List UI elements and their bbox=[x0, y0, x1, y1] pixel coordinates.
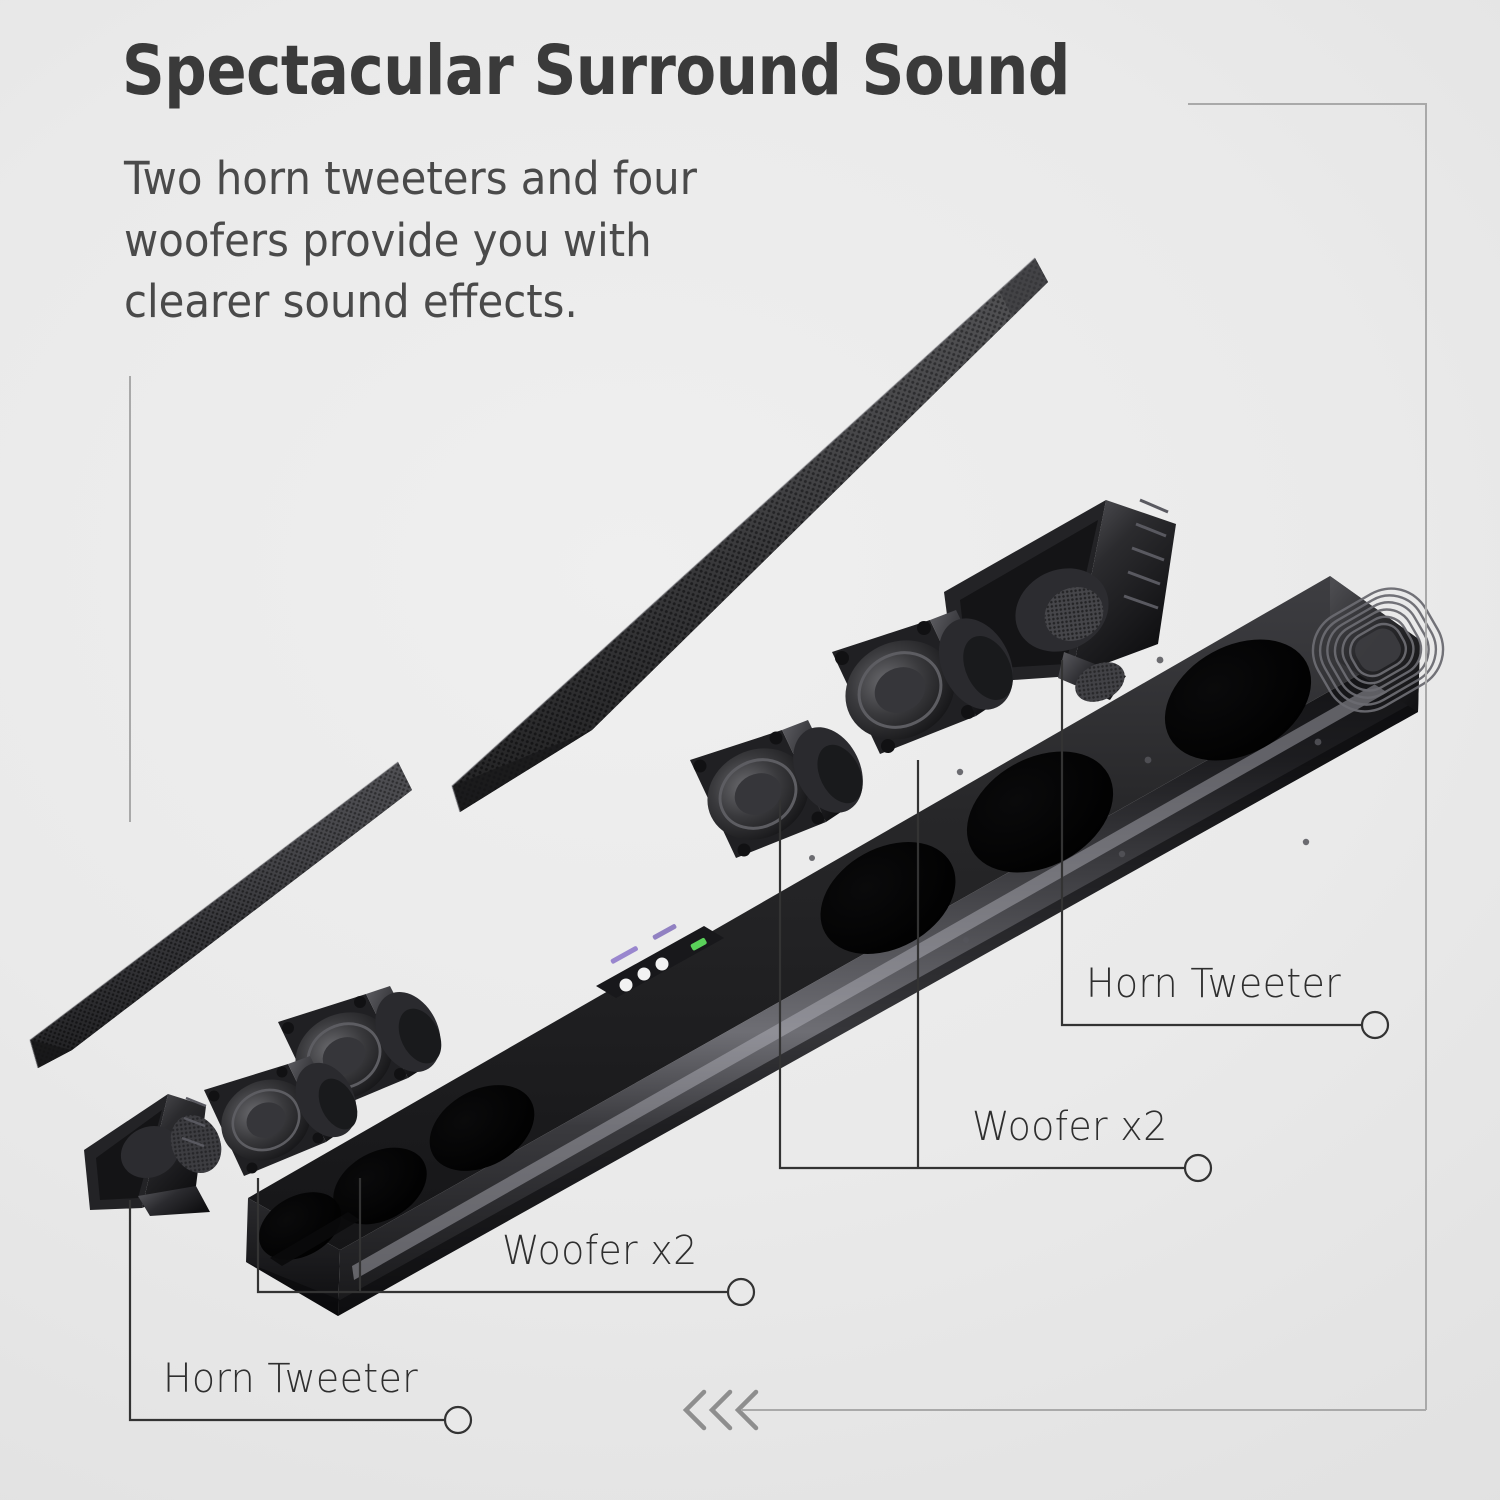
callout-horn-tweeter-right: Horn Tweeter bbox=[1086, 961, 1354, 1007]
page-subtitle: Two horn tweeters and four woofers provi… bbox=[124, 152, 697, 329]
callout-label: Woofer x2 bbox=[972, 1104, 1168, 1150]
callout-woofer-left: Woofer x2 bbox=[502, 1228, 708, 1274]
callout-woofer-right: Woofer x2 bbox=[972, 1104, 1178, 1150]
callout-label: Horn Tweeter bbox=[163, 1356, 419, 1402]
woofer-right-b bbox=[690, 720, 863, 858]
callout-label: Horn Tweeter bbox=[1086, 961, 1342, 1007]
woofer-right-a bbox=[832, 610, 1014, 754]
grille-panel-top bbox=[451, 257, 1048, 813]
callout-horn-tweeter-left: Horn Tweeter bbox=[163, 1356, 431, 1402]
woofer-left-b bbox=[204, 1056, 358, 1176]
callout-label: Woofer x2 bbox=[502, 1228, 698, 1274]
horn-tweeter-left-part bbox=[84, 1094, 222, 1216]
grille-panel-bottom bbox=[29, 761, 412, 1069]
led-control-panel bbox=[596, 924, 724, 998]
page-title: Spectacular Surround Sound bbox=[122, 31, 1070, 111]
soundbar-chassis bbox=[246, 576, 1420, 1316]
